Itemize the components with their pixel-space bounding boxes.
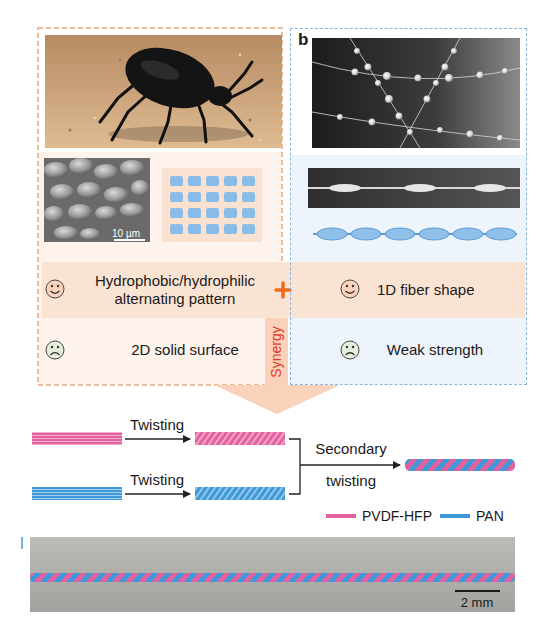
synergy-label: Synergy [267,326,285,377]
legend-text: PVDF-HFP [362,507,432,525]
pattern-schematic [162,168,262,242]
figure-panel: b [290,28,527,385]
legend-text: PAN [476,507,504,525]
sad-face [341,341,359,359]
plus-sign [276,283,290,297]
band-text: Hydrophobic/hydrophilic alternating patt… [75,272,275,308]
synergy-arrow [214,318,340,414]
panel-letter: b [298,31,308,49]
fiber-photo [308,168,520,208]
step-label: Secondary twisting [306,433,396,497]
sem-image [44,158,150,242]
drawback-text: 2D solid surface [105,341,265,359]
band-fill [42,262,525,318]
sad-face [46,341,64,359]
happy-face [341,280,359,298]
spider-web-photo [312,38,520,148]
scale-label: 10 µm [112,225,140,243]
legend-swatch [326,514,356,518]
twisting-schematic [32,432,515,500]
left-panel [38,28,282,385]
scale-label: 2 mm [447,594,507,612]
spindle-schematic [313,228,517,240]
band-text: 1D fiber shape [377,281,517,299]
happy-face [46,280,64,298]
step-label: Twisting [112,471,202,489]
yarn-photo [22,537,515,612]
legend-swatch [440,514,470,518]
drawback-text: Weak strength [365,341,505,359]
highlight-band: Hydrophobic/hydrophilic alternating patt… [42,262,525,318]
beetle-photo [45,35,282,148]
step-label: Twisting [112,416,202,434]
